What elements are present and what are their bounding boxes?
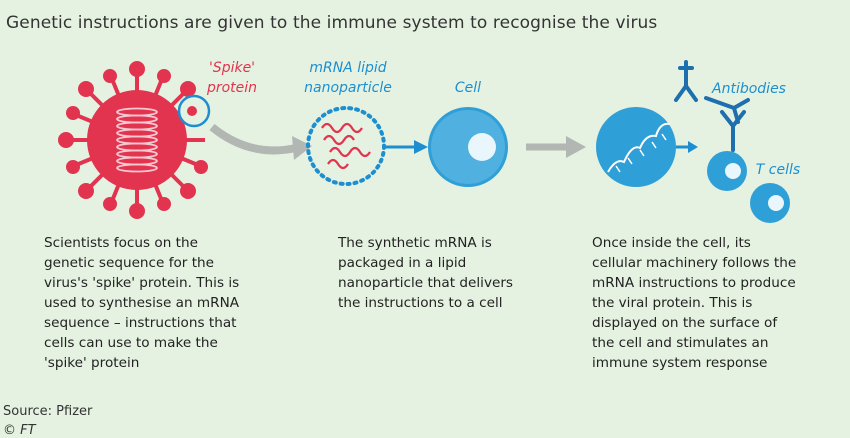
antibody-icon xyxy=(720,110,746,152)
arrow-icon xyxy=(209,123,312,160)
step3-description: Once inside the cell, its cellular machi… xyxy=(592,235,797,371)
step2-description: The synthetic mRNA is packaged in a lipi… xyxy=(338,235,514,311)
arrow-icon xyxy=(526,136,586,158)
tcells-label: T cells xyxy=(756,162,800,178)
cell-label: Cell xyxy=(455,80,481,96)
spike-label-line2: protein xyxy=(206,80,257,96)
t-cell-icon xyxy=(707,151,790,223)
response-arrow-icon xyxy=(676,141,698,153)
delivery-arrow-icon xyxy=(384,140,428,154)
spike-highlight-icon xyxy=(177,94,211,128)
credit-note: © FT xyxy=(3,423,36,438)
step1-description: Scientists focus on the genetic sequence… xyxy=(44,235,240,371)
virus-icon xyxy=(58,61,208,219)
cell-icon xyxy=(428,107,508,187)
page-title: Genetic instructions are given to the im… xyxy=(6,13,658,33)
source-note: Source: Pfizer xyxy=(3,404,93,419)
antibody-icon xyxy=(674,60,698,102)
spike-label-line1: 'Spike' xyxy=(209,60,255,76)
infected-cell-icon xyxy=(596,107,676,187)
mrna-label-line1: mRNA lipid xyxy=(309,60,386,76)
lipid-nanoparticle-icon xyxy=(306,106,386,186)
antibodies-label: Antibodies xyxy=(711,81,786,97)
mrna-label-line2: nanoparticle xyxy=(304,80,392,96)
